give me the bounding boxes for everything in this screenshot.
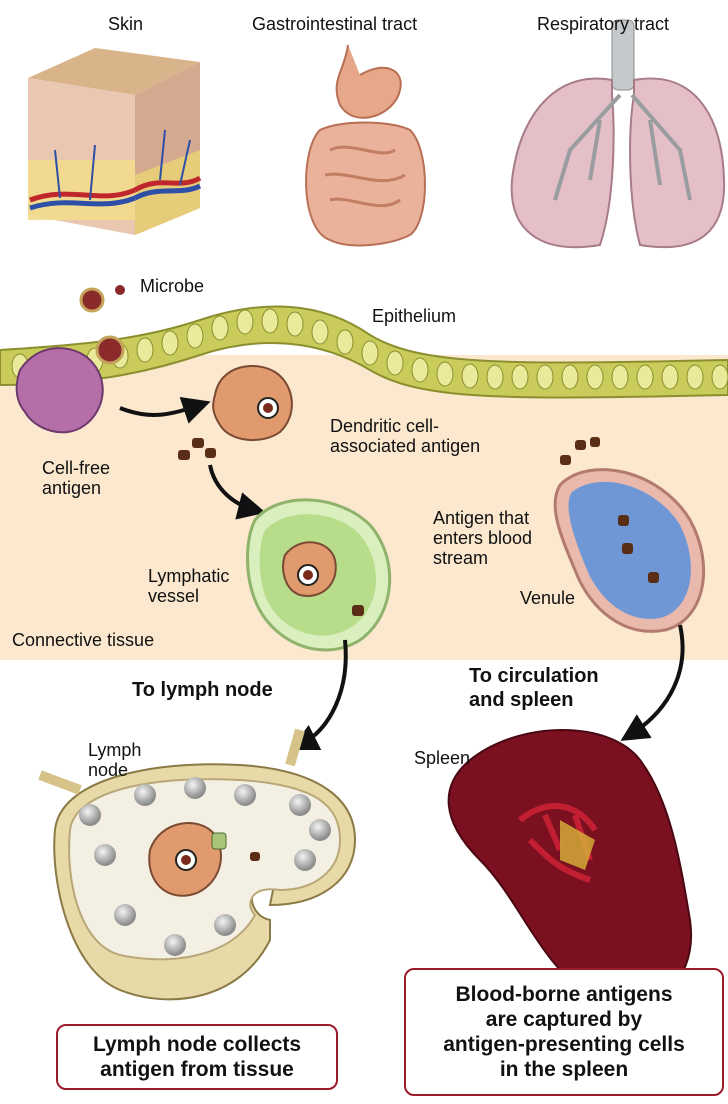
purple-dendritic-cell [17, 348, 103, 432]
microbe-label: Microbe [140, 276, 204, 296]
skin-block-illustration [28, 48, 200, 235]
to-circulation-label: To circulation and spleen [469, 664, 599, 712]
lymphatic-vessel-label: Lymphatic vessel [148, 566, 229, 606]
spleen [449, 730, 691, 1006]
connective-tissue-label: Connective tissue [12, 630, 154, 650]
dendritic-cell [213, 366, 292, 440]
lymph-node-caption-box: Lymph node collects antigen from tissue [56, 1024, 338, 1090]
gi-tract-illustration [306, 45, 425, 245]
lungs-illustration [512, 20, 724, 247]
epithelium-label: Epithelium [372, 306, 456, 326]
dendritic-cell-label: Dendritic cell- associated antigen [330, 416, 480, 456]
spleen-caption-box: Blood-borne antigens are captured by ant… [404, 968, 724, 1096]
respiratory-tract-label: Respiratory tract [537, 14, 669, 34]
lymph-node-label: Lymph node [88, 740, 141, 780]
to-lymph-node-label: To lymph node [132, 678, 273, 702]
spleen-label: Spleen [414, 748, 470, 768]
skin-label: Skin [108, 14, 143, 34]
venule-label: Venule [520, 588, 575, 608]
antigen-blood-label: Antigen that enters blood stream [433, 508, 532, 568]
gi-tract-label: Gastrointestinal tract [252, 14, 417, 34]
cell-free-antigen-label: Cell-free antigen [42, 458, 110, 498]
